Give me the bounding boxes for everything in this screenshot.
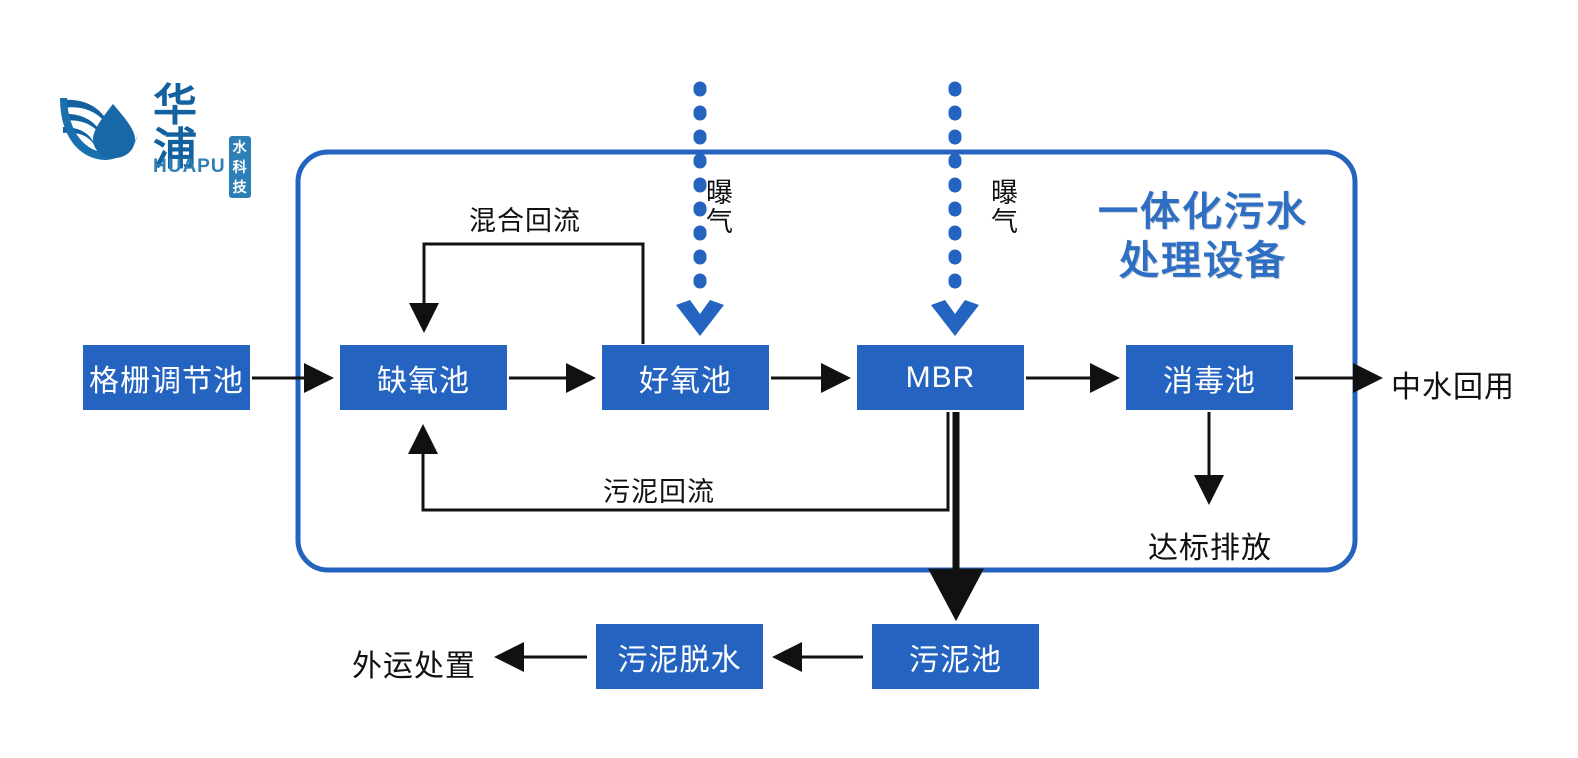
node-sludge-dewatering[interactable]: 污泥脱水	[596, 624, 763, 689]
label-sludge-return: 污泥回流	[603, 477, 715, 507]
label-reclaimed-water: 中水回用	[1391, 371, 1515, 404]
node-label: 缺氧池	[377, 364, 470, 398]
aeration-line-mbr	[931, 81, 979, 336]
logo-wordmark: 华浦	[153, 81, 199, 174]
node-label: 污泥脱水	[617, 643, 742, 677]
equipment-title-line2: 处理设备	[1119, 238, 1287, 283]
company-logo: 华浦 HUAPU 水科技	[55, 82, 251, 198]
node-label: 污泥池	[909, 643, 1002, 677]
label-aeration-aerobic: 曝气	[702, 178, 732, 236]
path-mixed-return	[409, 242, 645, 344]
node-label: 消毒池	[1163, 364, 1256, 398]
logo-subtext: HUAPU 水科技	[153, 136, 251, 198]
node-aerobic-tank[interactable]: 好氧池	[602, 345, 769, 410]
label-standard-discharge: 达标排放	[1148, 532, 1272, 565]
logo-badge: 水科技	[228, 136, 251, 198]
huapu-waterdrop-icon	[60, 98, 139, 160]
node-label: 好氧池	[639, 364, 732, 398]
node-disinfect-tank[interactable]: 消毒池	[1126, 345, 1293, 410]
label-aeration-mbr: 曝气	[987, 178, 1017, 236]
node-anoxic-tank[interactable]: 缺氧池	[340, 345, 507, 410]
node-sludge-tank[interactable]: 污泥池	[872, 624, 1039, 689]
node-mbr-tank[interactable]: MBR	[857, 345, 1024, 410]
node-grille-tank[interactable]: 格栅调节池	[83, 345, 250, 410]
logo-latin: HUAPU	[153, 156, 226, 177]
aeration-line-aerobic	[676, 81, 724, 336]
path-sludge-return	[408, 412, 950, 512]
equipment-title-line1: 一体化污水	[1098, 190, 1308, 234]
equipment-title: 一体化污水 处理设备	[1083, 188, 1323, 286]
node-label: MBR	[905, 360, 976, 394]
node-label: 格栅调节池	[89, 364, 244, 398]
label-mixed-return: 混合回流	[469, 206, 581, 236]
label-offsite-disposal: 外运处置	[352, 650, 476, 683]
integrated-equipment-container	[295, 149, 1358, 573]
